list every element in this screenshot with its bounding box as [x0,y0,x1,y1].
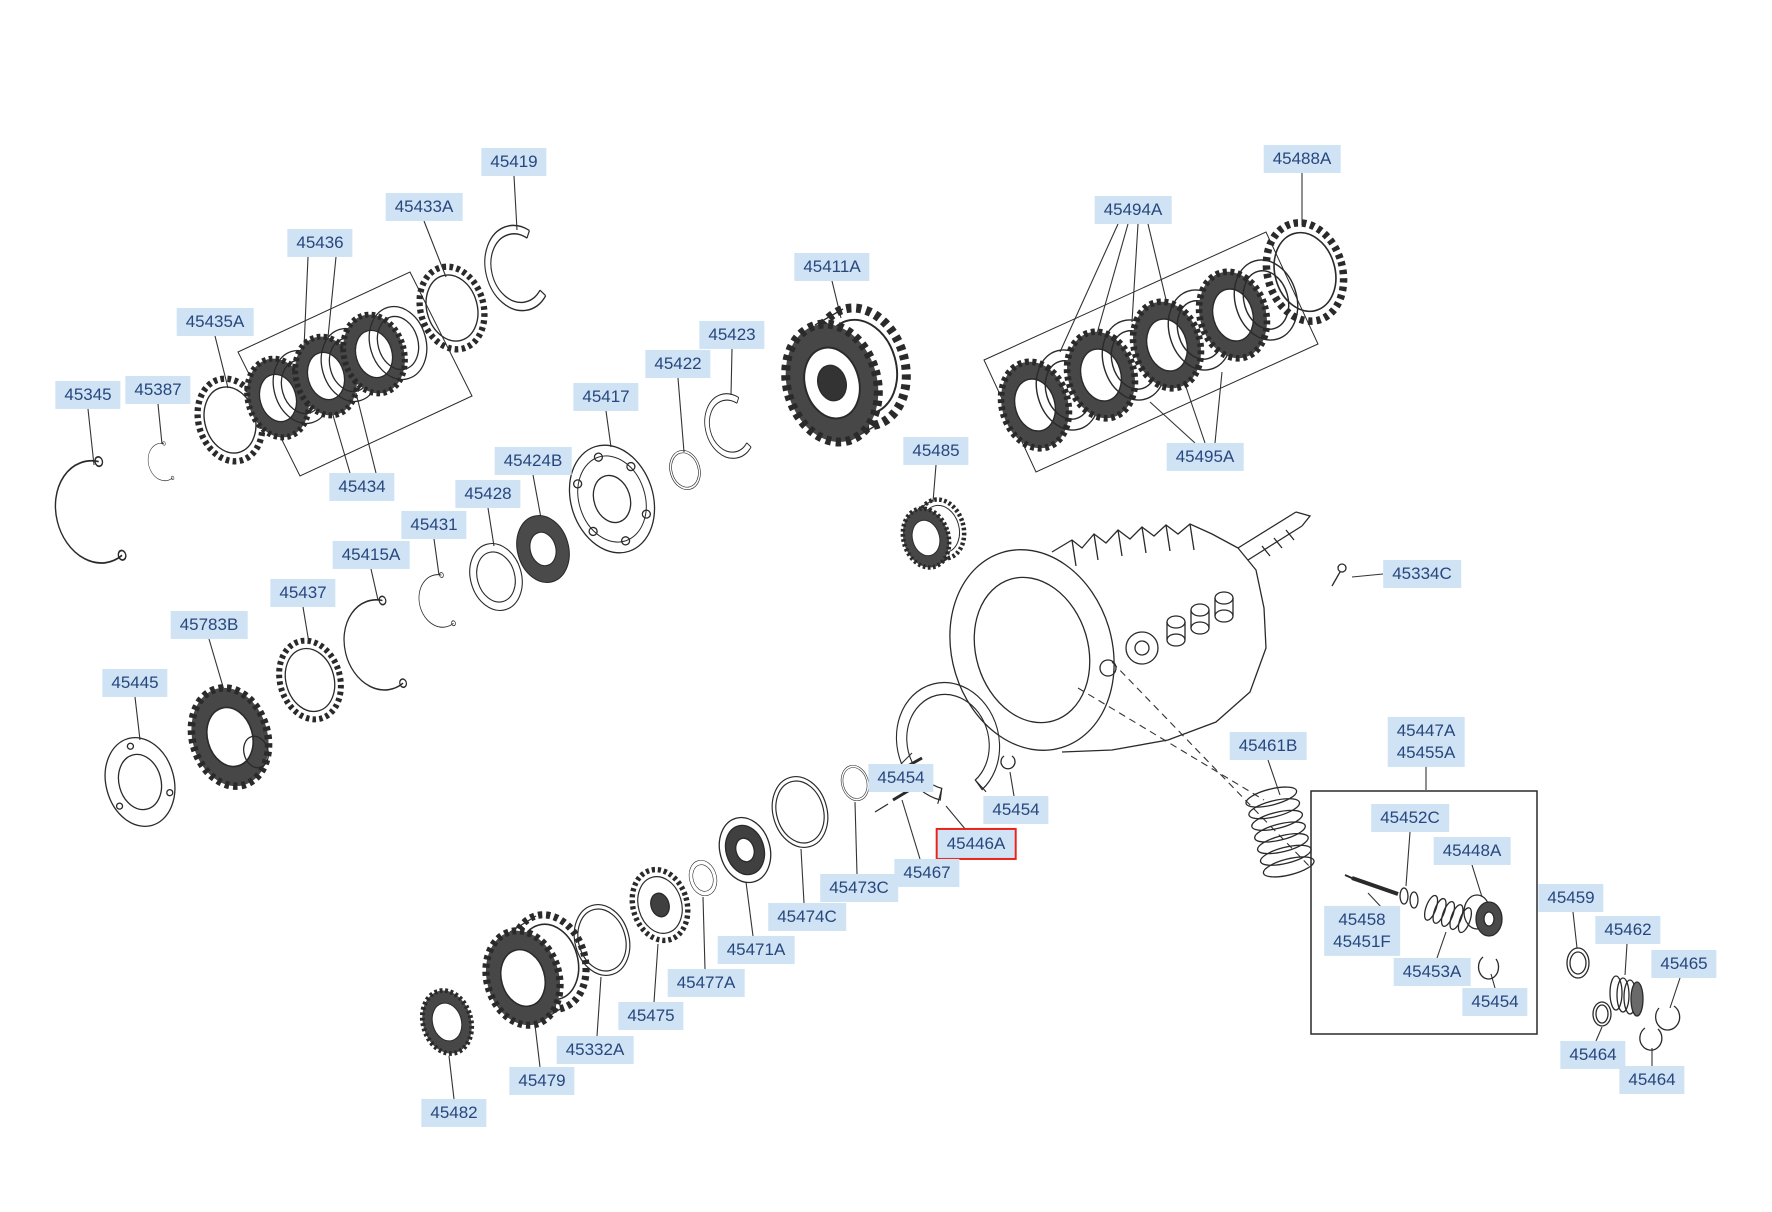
hub-45475 [624,863,696,947]
bolt-45334c [1331,563,1347,587]
drum-45411a [772,297,920,453]
part-label-45475[interactable]: 45475 [618,1001,684,1031]
bearing-45471a [718,816,772,884]
leader-lines [87,173,1681,1100]
part-label-45482[interactable]: 45482 [421,1098,487,1128]
transmission-case [949,511,1312,753]
part-label-45415A[interactable]: 45415A [332,540,410,570]
ring-45464-a [1592,1001,1612,1027]
part-label-45448A[interactable]: 45448A [1433,836,1511,866]
part-label-45452C[interactable]: 45452C [1371,803,1449,833]
part-label-45474C[interactable]: 45474C [768,902,846,932]
ring-45459 [1566,947,1590,979]
part-label-45458-45451F[interactable]: 45458 45451F [1324,905,1400,957]
part-label-45434[interactable]: 45434 [329,472,395,502]
part-label-45488A[interactable]: 45488A [1263,144,1341,174]
part-label-45334C[interactable]: 45334C [1383,559,1461,589]
snap-ring-45464-b [1639,1027,1663,1051]
part-label-45453A[interactable]: 45453A [1393,957,1471,987]
snap-ring-45465 [1655,1005,1681,1031]
part-label-45485[interactable]: 45485 [903,436,969,466]
spring-45453a [1423,894,1473,934]
part-label-45454-1[interactable]: 45454 [1462,987,1528,1017]
part-label-45459[interactable]: 45459 [1538,883,1604,913]
part-label-45424B[interactable]: 45424B [494,446,572,476]
part-label-45464-2[interactable]: 45464 [1619,1065,1685,1095]
assembly-dashed-lines [1077,661,1312,869]
part-label-45454-2[interactable]: 45454 [868,763,934,793]
part-label-45467[interactable]: 45467 [894,858,960,888]
snap-ring-45454-box [1477,956,1500,980]
part-label-45423[interactable]: 45423 [699,320,765,350]
drum-45479 [475,906,597,1034]
part-label-45494A[interactable]: 45494A [1094,195,1172,225]
part-label-45461B[interactable]: 45461B [1229,731,1307,761]
part-label-45428[interactable]: 45428 [455,479,521,509]
part-label-45454-3[interactable]: 45454 [983,795,1049,825]
part-label-45447A-45455A[interactable]: 45447A 45455A [1387,716,1465,768]
part-label-45479[interactable]: 45479 [509,1066,575,1096]
piston-45462 [1609,975,1644,1017]
part-label-45431[interactable]: 45431 [401,510,467,540]
part-label-45436[interactable]: 45436 [287,228,353,258]
piston-45448a [1463,894,1503,937]
part-label-45422[interactable]: 45422 [645,349,711,379]
part-label-45345[interactable]: 45345 [55,380,121,410]
part-label-45473C[interactable]: 45473C [820,873,898,903]
part-label-45419[interactable]: 45419 [481,147,547,177]
part-label-45445[interactable]: 45445 [102,668,168,698]
part-label-45433A[interactable]: 45433A [385,192,463,222]
part-label-45783B[interactable]: 45783B [170,610,248,640]
part-label-45446A[interactable]: 45446A [935,827,1017,861]
hub-45783b [180,679,280,796]
part-label-45465[interactable]: 45465 [1651,949,1717,979]
band-45446a [895,681,1001,805]
part-label-45435A[interactable]: 45435A [176,307,254,337]
accumulator-assembly-box [1310,790,1538,1035]
part-label-45437[interactable]: 45437 [270,578,336,608]
spring-45461b [1245,786,1315,878]
part-label-45417[interactable]: 45417 [573,382,639,412]
part-label-45495A[interactable]: 45495A [1166,442,1244,472]
part-label-45462[interactable]: 45462 [1595,915,1661,945]
pin-45458-45452c [1344,874,1419,909]
part-label-45471A[interactable]: 45471A [717,935,795,965]
part-label-45387[interactable]: 45387 [125,375,191,405]
part-label-45477A[interactable]: 45477A [667,968,745,998]
part-label-45332A[interactable]: 45332A [556,1035,634,1065]
part-label-45411A[interactable]: 45411A [794,252,870,282]
part-label-45464-1[interactable]: 45464 [1560,1040,1626,1070]
washer-45445 [104,737,176,827]
drum-45485 [896,494,971,573]
